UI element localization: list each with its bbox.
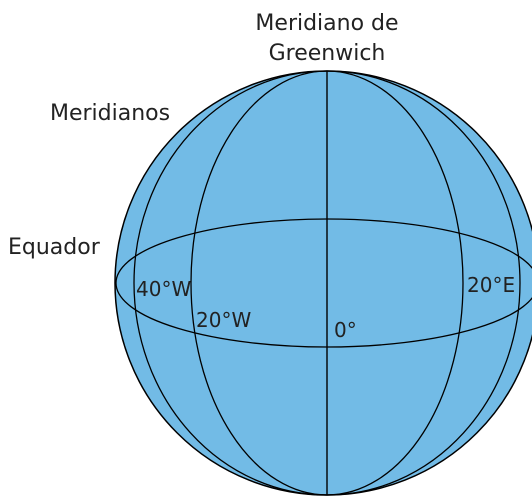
longitude-40w-label: 40°W (136, 277, 191, 301)
title-line-1: Meridiano de (255, 11, 398, 36)
longitude-20w-label: 20°W (196, 308, 251, 332)
title-line-2: Greenwich (269, 41, 386, 66)
equador-label: Equador (8, 235, 101, 260)
meridianos-label: Meridianos (50, 101, 170, 126)
equator-line (115, 218, 532, 348)
longitude-0-label: 0° (334, 318, 357, 342)
longitude-20e-label: 20°E (467, 273, 515, 297)
